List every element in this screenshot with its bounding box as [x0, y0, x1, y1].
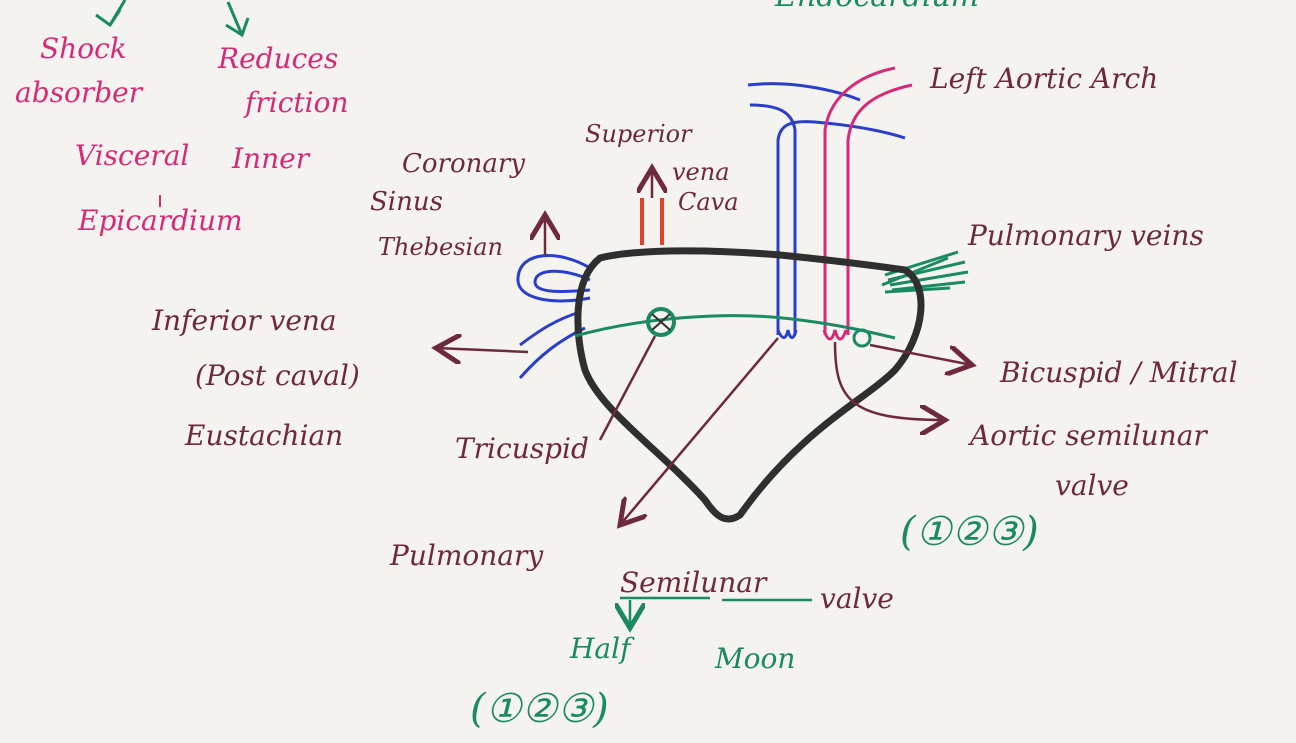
visceral-label: Visceral [75, 139, 189, 172]
pointer-arrows [436, 168, 972, 525]
epicardium-label: Epicardium [77, 204, 243, 237]
top-partial-label: Endocardium [774, 0, 979, 14]
post-caval-label: (Post caval) [195, 359, 360, 392]
bicuspid-valve-marker [854, 330, 870, 346]
vena-label: vena [672, 158, 730, 186]
aortic-cusps-label: (①②③) [900, 509, 1039, 555]
inferior-vena-label: Inferior vena [151, 304, 337, 337]
shock-label: Shock [40, 32, 127, 65]
semilunar-annotations [620, 598, 812, 628]
aorta-vessel [824, 68, 912, 339]
superior-label: Superior [585, 120, 693, 148]
friction-label: friction [243, 86, 348, 119]
left-aortic-arch-label: Left Aortic Arch [929, 62, 1158, 95]
valve-word-label: valve [1055, 469, 1129, 502]
pulmonary-cusps-label: (①②③) [470, 686, 609, 732]
superior-vena-cava-vessel [642, 198, 662, 245]
pulmonary-veins-label: Pulmonary veins [967, 219, 1204, 252]
half-label: Half [569, 632, 635, 665]
reduces-label: Reduces [217, 42, 338, 75]
absorber-label: absorber [15, 76, 144, 109]
moon-label: Moon [714, 642, 795, 675]
bicuspid-mitral-label: Bicuspid / Mitral [999, 356, 1238, 389]
semilunar-label: Semilunar [620, 566, 768, 599]
pulmonary-label: Pulmonary [389, 539, 544, 572]
thebesian-label: Thebesian [378, 233, 503, 261]
coronary-label: Coronary [402, 149, 525, 179]
inner-label: Inner [231, 142, 311, 175]
tricuspid-label: Tricuspid [455, 432, 589, 465]
aortic-semilunar-label: Aortic semilunar [967, 419, 1208, 452]
sinus-label: Sinus [370, 187, 443, 217]
eustachian-label: Eustachian [184, 419, 343, 452]
valve-bottom-label: valve [820, 582, 894, 615]
cava-label: Cava [678, 188, 739, 216]
